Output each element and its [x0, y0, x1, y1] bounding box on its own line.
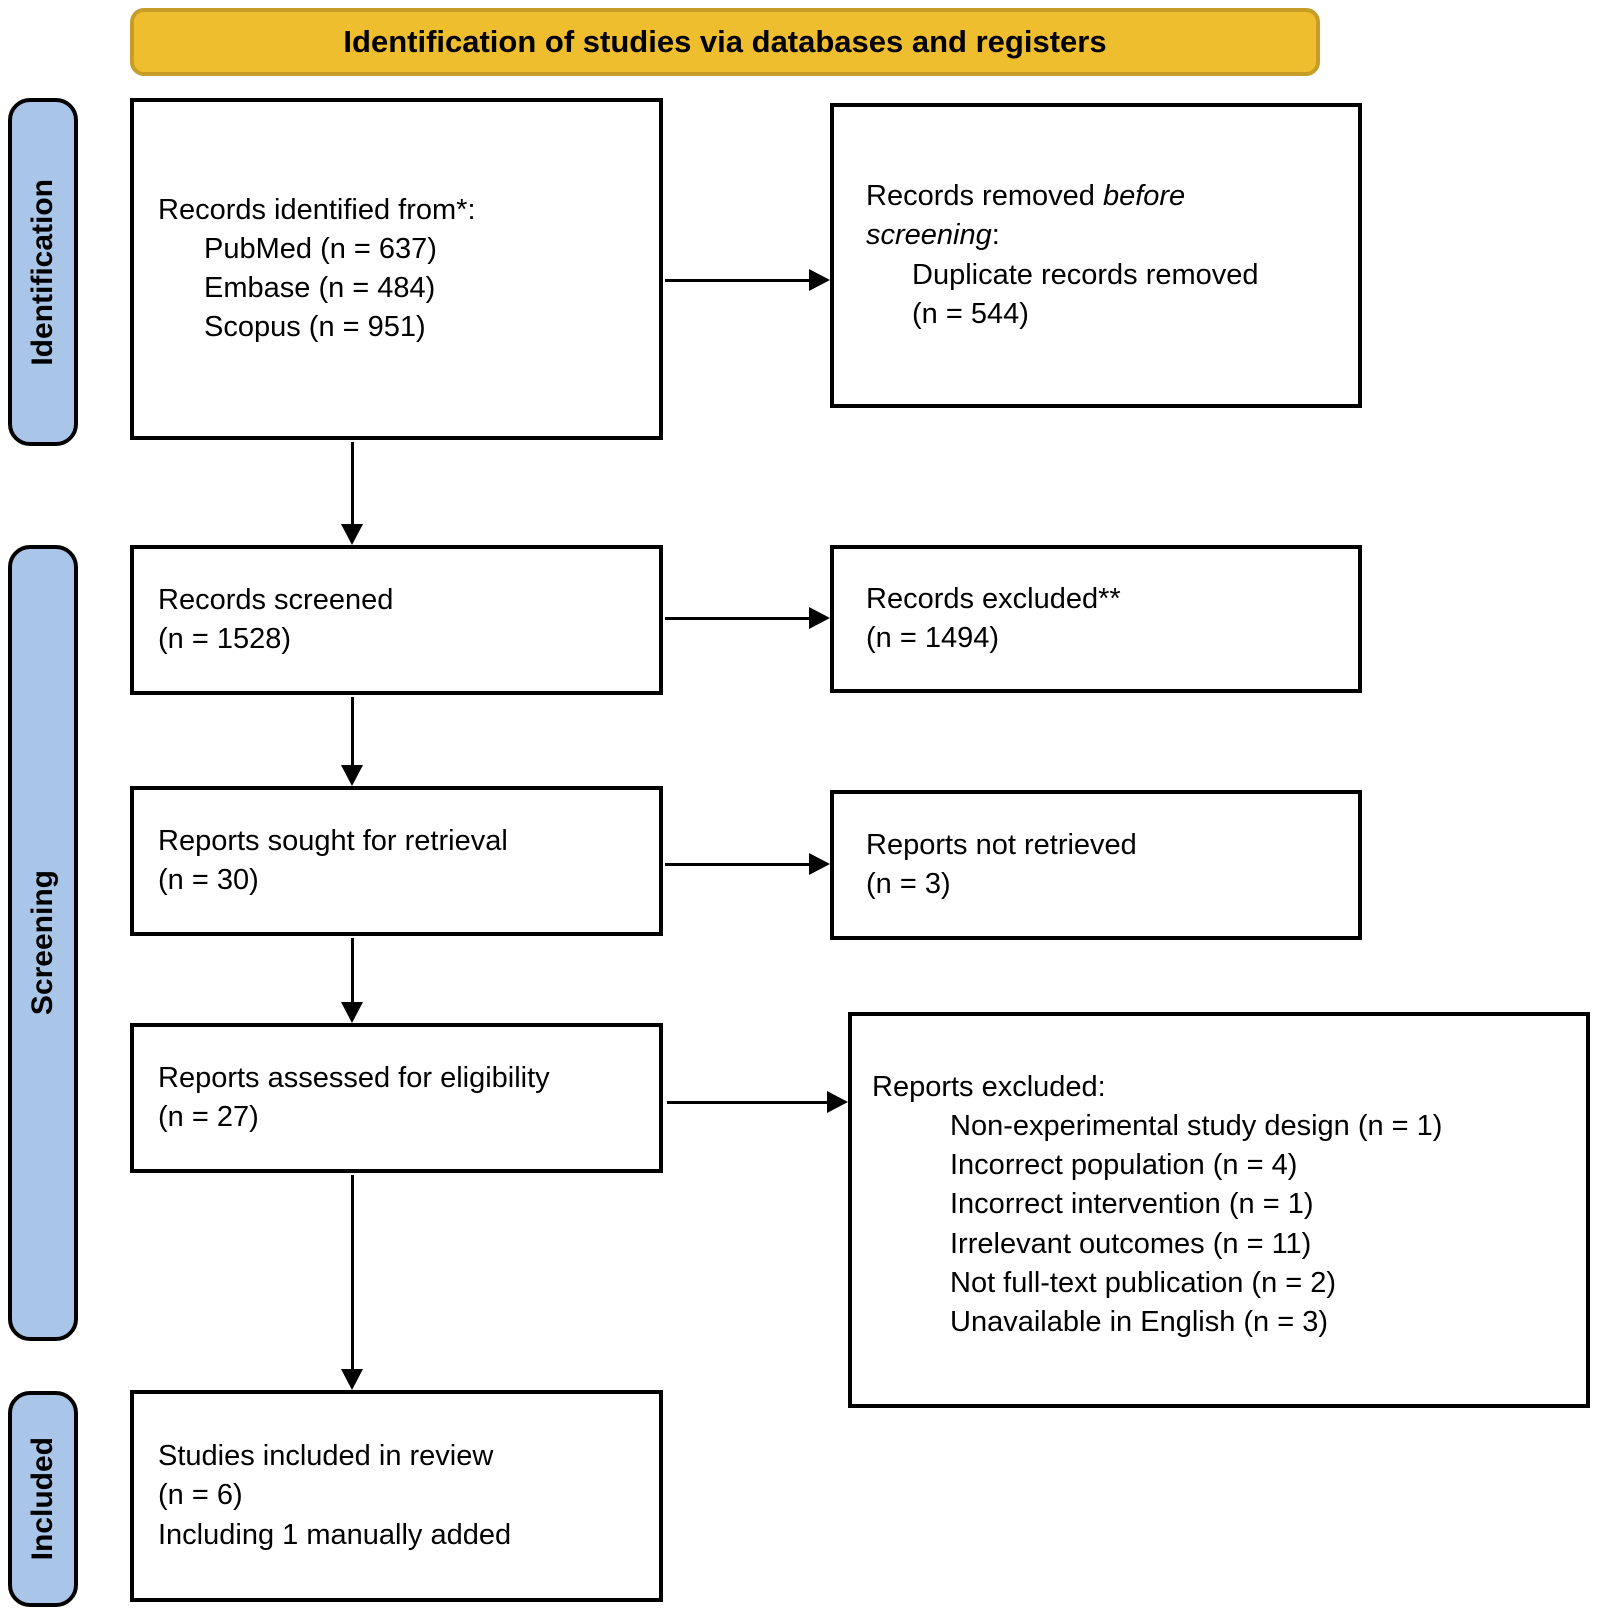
stage-label-identification: Identification — [8, 98, 78, 446]
arrow-right-identified-to-removed — [665, 269, 830, 291]
box-line: Non-experimental study design (n = 1) — [950, 1110, 1443, 1143]
box-line: Reports not retrieved — [866, 828, 1137, 861]
box-records-removed: Records removed before screening: Duplic… — [830, 103, 1362, 408]
arrow-down-identified-to-screened — [341, 442, 363, 545]
box-line: Incorrect intervention (n = 1) — [950, 1188, 1314, 1221]
box-records-screened: Records screened (n = 1528) — [130, 545, 663, 695]
box-line: Reports sought for retrieval — [158, 824, 508, 857]
stage-label-screening-text: Screening — [26, 870, 59, 1016]
box-reports-sought: Reports sought for retrieval (n = 30) — [130, 786, 663, 936]
box-line: Including 1 manually added — [158, 1518, 512, 1551]
arrow-down-sought-to-assessed — [341, 938, 363, 1023]
box-line: Scopus (n = 951) — [204, 311, 426, 344]
box-line: Records screened — [158, 583, 394, 616]
box-line: (n = 1494) — [866, 622, 1000, 654]
box-line: Not full-text publication (n = 2) — [950, 1266, 1337, 1299]
box-line: Records excluded** — [866, 582, 1121, 615]
box-line: (n = 544) — [912, 297, 1029, 330]
arrow-right-screened-to-excluded — [665, 607, 830, 629]
banner: Identification of studies via databases … — [130, 8, 1320, 76]
stage-label-screening: Screening — [8, 545, 78, 1341]
box-line: (n = 1528) — [158, 623, 292, 655]
box-reports-assessed: Reports assessed for eligibility (n = 27… — [130, 1023, 663, 1173]
box-line: Incorrect population (n = 4) — [950, 1149, 1298, 1182]
box-line: (n = 27) — [158, 1101, 259, 1133]
box-line: Irrelevant outcomes (n = 11) — [950, 1227, 1312, 1260]
arrow-down-assessed-to-included — [341, 1175, 363, 1390]
box-title-suffix: : — [991, 219, 1000, 252]
banner-title: Identification of studies via databases … — [343, 24, 1107, 59]
box-title: Reports excluded: — [872, 1071, 1106, 1103]
box-line: Reports assessed for eligibility — [158, 1061, 550, 1094]
box-title: Records removed before — [866, 177, 1350, 216]
box-records-identified: Records identified from*: PubMed (n = 63… — [130, 98, 663, 440]
box-line: Embase (n = 484) — [204, 272, 436, 304]
box-line: (n = 30) — [158, 864, 259, 896]
box-line: Unavailable in English (n = 3) — [950, 1305, 1329, 1338]
box-title: screening: — [866, 216, 1350, 255]
box-line: Studies included in review — [158, 1440, 494, 1473]
box-records-excluded: Records excluded** (n = 1494) — [830, 545, 1362, 693]
arrow-down-screened-to-sought — [341, 697, 363, 786]
box-title-prefix: Records removed — [866, 180, 1103, 213]
stage-label-included-text: Included — [26, 1437, 59, 1561]
stage-label-included: Included — [8, 1391, 78, 1607]
box-title-italic: before — [1102, 180, 1186, 213]
box-reports-not-retrieved: Reports not retrieved (n = 3) — [830, 790, 1362, 940]
box-line: (n = 6) — [158, 1479, 243, 1512]
box-line: PubMed (n = 637) — [204, 232, 437, 265]
stage-label-identification-text: Identification — [26, 178, 59, 366]
box-line: (n = 3) — [866, 868, 951, 900]
arrow-right-sought-to-not-retrieved — [665, 853, 830, 875]
arrow-right-assessed-to-reports-excluded — [667, 1091, 848, 1113]
box-line: Duplicate records removed — [912, 258, 1259, 291]
box-reports-excluded: Reports excluded: Non-experimental study… — [848, 1012, 1590, 1408]
box-studies-included: Studies included in review (n = 6) Inclu… — [130, 1390, 663, 1602]
box-title-italic: screening — [866, 219, 992, 252]
box-title: Records identified from*: — [158, 193, 476, 226]
